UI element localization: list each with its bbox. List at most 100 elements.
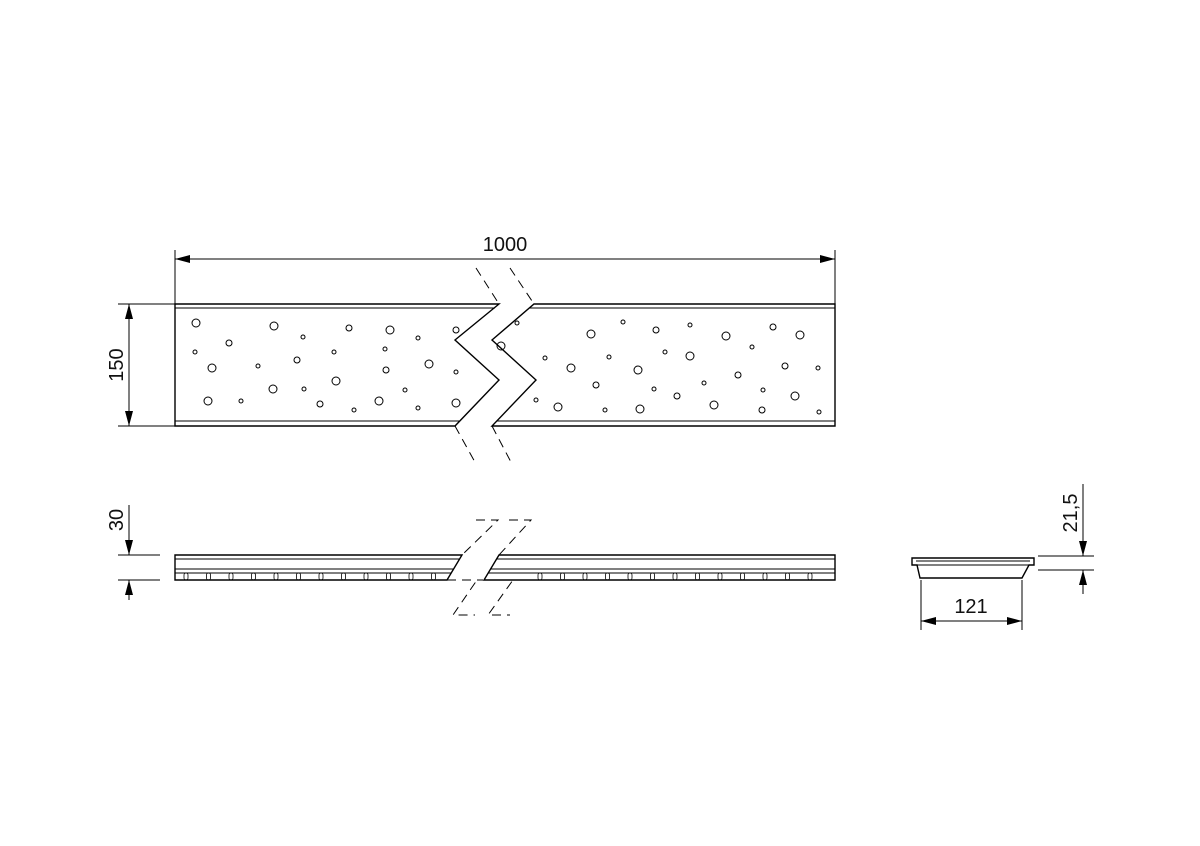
perforation-hole	[553, 402, 563, 412]
profile-height-label: 21,5	[1060, 494, 1082, 533]
break-line-left-bottom	[454, 425, 477, 465]
perforation-hole	[268, 384, 278, 394]
drainage-slot	[695, 572, 700, 581]
perforation-hole	[300, 334, 306, 340]
drainage-slot	[251, 572, 256, 581]
drainage-slot	[785, 572, 790, 581]
perforation-hole	[191, 318, 201, 328]
perforation-hole	[760, 387, 766, 393]
perforation-hole	[415, 405, 421, 411]
perforation-hole	[331, 376, 341, 386]
side-break-left-bottom	[447, 579, 483, 616]
perforation-hole	[533, 397, 539, 403]
arrow-height-bottom	[125, 580, 133, 595]
perforation-hole	[452, 326, 460, 334]
perforation-hole	[451, 398, 461, 408]
perforation-hole	[633, 365, 643, 375]
perforation-hole	[402, 387, 408, 393]
drainage-slot	[318, 572, 324, 581]
perforation-hole	[203, 396, 213, 406]
drainage-slot	[228, 572, 234, 581]
perforation-hole	[592, 381, 600, 389]
perforation-hole	[351, 407, 357, 413]
break-line-left-top	[475, 267, 500, 305]
drainage-slot	[582, 572, 588, 581]
drainage-slot	[807, 572, 813, 581]
perforation-hole	[734, 371, 742, 379]
perforation-hole	[374, 396, 384, 406]
perforation-hole	[238, 398, 244, 404]
drainage-slot	[740, 572, 745, 581]
perforation-hole	[687, 322, 693, 328]
perforation-hole	[453, 369, 459, 375]
arrow-profile-top	[1079, 541, 1087, 556]
drainage-slot	[605, 572, 610, 581]
perforation-hole	[415, 335, 421, 341]
arrow-top	[125, 304, 133, 319]
arrow-right	[820, 255, 835, 263]
drainage-slot	[672, 572, 678, 581]
perforation-hole	[651, 386, 657, 392]
perforation-hole	[815, 365, 821, 371]
drainage-slot	[273, 572, 279, 581]
perforation-hole	[635, 404, 645, 414]
profile-view	[911, 557, 1035, 579]
profile-outline	[911, 557, 1035, 579]
perforation-holes	[191, 318, 822, 415]
height-label: 30	[106, 509, 128, 531]
drainage-slot	[650, 572, 655, 581]
perforation-hole	[673, 392, 681, 400]
perforation-hole	[602, 407, 608, 413]
perforation-hole	[496, 341, 506, 351]
perforation-hole	[566, 363, 576, 373]
dimension-width: 150	[106, 303, 175, 427]
perforation-hole	[514, 320, 520, 326]
perforation-hole	[586, 329, 596, 339]
arrow-profile-right	[1007, 617, 1022, 625]
drainage-slot	[762, 572, 768, 581]
perforation-hole	[769, 323, 777, 331]
perforation-hole	[424, 359, 434, 369]
perforation-hole	[790, 391, 800, 401]
side-view	[174, 519, 836, 616]
drainage-slot	[183, 572, 189, 581]
drainage-slot	[206, 572, 211, 581]
top-view-left-outline	[174, 303, 501, 427]
perforation-hole	[620, 319, 626, 325]
perforation-hole	[758, 406, 766, 414]
perforation-hole	[721, 331, 731, 341]
perforation-hole	[316, 400, 324, 408]
perforation-hole	[795, 330, 805, 340]
top-view-right-outline	[490, 303, 836, 427]
perforation-hole	[606, 354, 612, 360]
perforation-hole	[301, 386, 307, 392]
drainage-slot	[431, 572, 436, 581]
perforation-hole	[652, 326, 660, 334]
profile-inner-line	[916, 560, 1030, 566]
perforation-hole	[255, 363, 261, 369]
dimension-length: 1000	[174, 234, 836, 304]
perforation-hole	[816, 409, 822, 415]
perforation-hole	[293, 356, 301, 364]
perforation-hole	[749, 344, 755, 350]
perforation-hole	[192, 349, 198, 355]
drainage-slots	[183, 572, 813, 581]
perforation-hole	[385, 325, 395, 335]
break-line-right-bottom	[491, 425, 513, 465]
drainage-slot	[537, 572, 543, 581]
drainage-slot	[296, 572, 301, 581]
drainage-slot	[341, 572, 346, 581]
perforation-hole	[331, 349, 337, 355]
side-break-right-top	[498, 519, 533, 556]
dimension-profile-height: 21,5	[1038, 484, 1094, 594]
arrow-height-top	[125, 540, 133, 555]
profile-width-label: 121	[954, 596, 987, 618]
perforation-hole	[269, 321, 279, 331]
drainage-slot	[363, 572, 369, 581]
perforation-hole	[225, 339, 233, 347]
dimension-profile-width: 121	[920, 580, 1023, 630]
perforation-hole	[662, 349, 668, 355]
top-view	[174, 267, 836, 465]
arrow-bottom	[125, 411, 133, 426]
